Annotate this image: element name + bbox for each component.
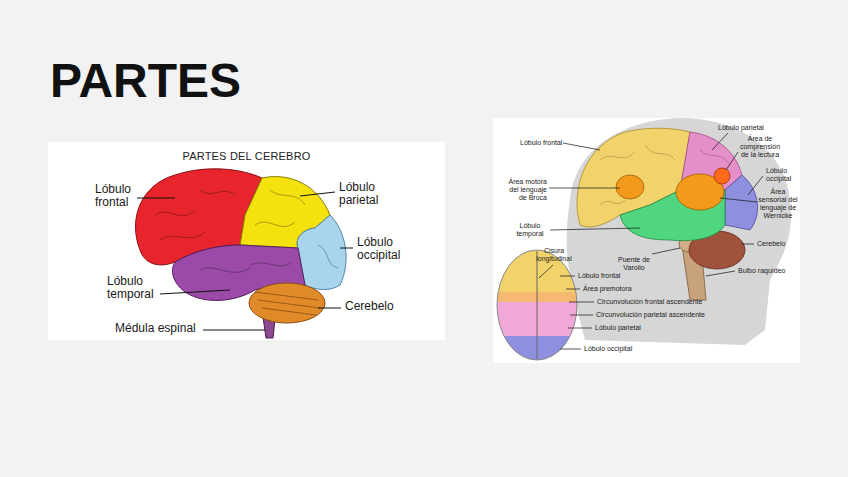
part-label: Cisura longitudinal [534, 247, 574, 263]
part-label: Cerebelo [345, 300, 394, 313]
leader-lines [539, 133, 763, 349]
gyri [600, 145, 730, 205]
part-label: Lóbulo occipital [584, 345, 632, 353]
part-label: Lóbulo frontal [95, 183, 155, 209]
leader-line [137, 198, 175, 199]
leader-line [568, 328, 592, 329]
part-label: Lóbulo parietal [718, 124, 764, 132]
part-label: Lóbulo temporal [512, 222, 548, 238]
leader-line [563, 143, 600, 150]
leader-line [539, 265, 553, 278]
part-label: Área premotora [583, 285, 632, 293]
cerebellum-folds [255, 292, 320, 315]
lateral-brain [135, 169, 346, 338]
leader-line [203, 330, 265, 331]
broca-area [616, 175, 644, 199]
top-view-outline [497, 250, 577, 360]
panel-heading: PARTES DEL CEREBRO [48, 150, 445, 163]
part-label: Circunvolución parietal ascendente [596, 311, 705, 319]
leader-line [560, 276, 575, 277]
panel-ground [493, 118, 800, 363]
midline [537, 251, 538, 359]
leader-line [652, 248, 680, 254]
reading-area [714, 168, 730, 184]
gyri [155, 190, 338, 272]
part-label: Puente de Varolio [614, 256, 654, 272]
slide-title: PARTES [50, 55, 241, 107]
head-silhouette [567, 118, 791, 345]
occipital-lobe [725, 175, 758, 230]
part-label: Lóbulo frontal [578, 272, 620, 280]
part-label: Médula espinal [115, 322, 196, 335]
part-label: Circunvolución frontal ascendente [597, 298, 702, 306]
part-label: Lóbulo frontal [520, 139, 562, 147]
part-label: Cerebelo [757, 240, 785, 248]
part-label: Área motora del lenguaje de Broca [500, 178, 547, 202]
leader-line [706, 271, 735, 276]
leader-line [712, 133, 728, 150]
part-label: Lóbulo occipital [766, 167, 800, 183]
occipital-lobe [297, 215, 346, 290]
leader-line [742, 244, 754, 245]
top-view-brain [495, 248, 580, 362]
part-label: Lóbulo parietal [339, 181, 399, 207]
leader-line [549, 188, 620, 189]
panel-ground [48, 142, 445, 340]
leader-line [560, 349, 581, 350]
leader-line [300, 192, 335, 196]
part-label: Bulbo raquídeo [738, 267, 785, 275]
leader-line [550, 228, 640, 230]
leader-line [569, 302, 594, 303]
leader-line [570, 315, 593, 316]
part-label: Lóbulo temporal [107, 275, 167, 301]
cerebellum [249, 283, 325, 323]
part-label: Lóbulo occipital [357, 236, 417, 262]
leader-line [720, 198, 757, 202]
leader-line [318, 308, 341, 309]
leader-line [160, 290, 230, 294]
leader-line [726, 152, 738, 170]
leader-line [748, 176, 763, 195]
leader-line [566, 289, 580, 290]
part-label: Área sensorial del lenguaje de Wernicke [758, 188, 798, 220]
leader-line [340, 248, 353, 249]
part-label: Lóbulo parietal [595, 324, 641, 332]
leader-lines [137, 192, 353, 330]
part-label: Área de comprensión de la lectura [736, 135, 784, 159]
sagittal-brain [577, 128, 758, 300]
